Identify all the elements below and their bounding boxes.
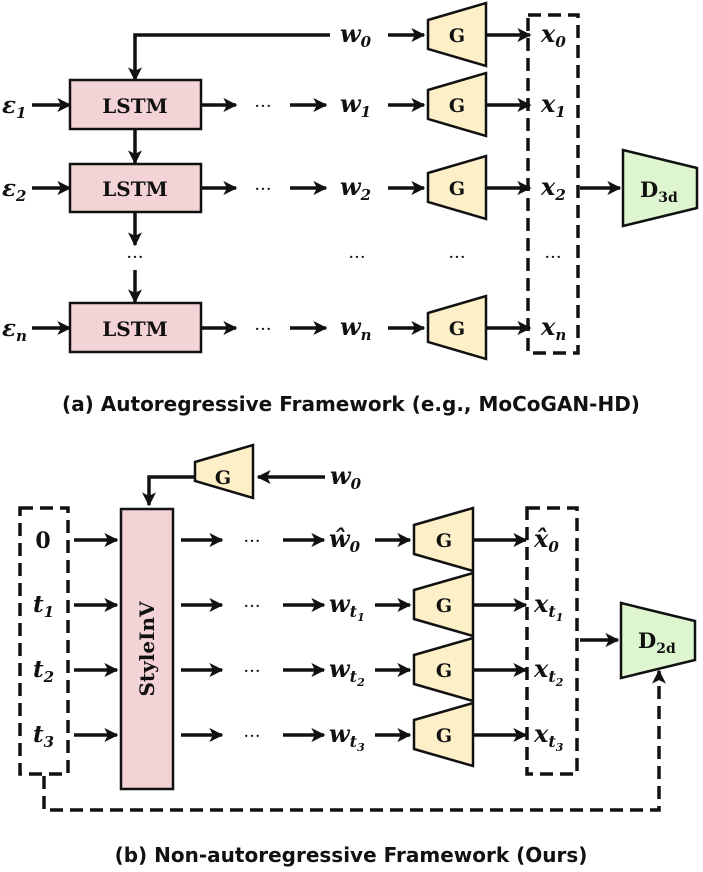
generator-label: G (436, 595, 452, 617)
w-hat-0-label: ŵ0 (329, 524, 361, 556)
generator-label: G (449, 95, 465, 117)
x-t1-label: xt1 (533, 589, 563, 624)
lstm-label-2: LSTM (102, 177, 168, 201)
x-t3-label: xt3 (533, 719, 564, 754)
generator-label: G (449, 25, 465, 47)
lstm-label-n: LSTM (102, 317, 168, 341)
styleinv-label: StyleInV (135, 601, 159, 697)
ellipsis: ··· (544, 247, 561, 268)
ellipsis: ··· (348, 247, 365, 268)
generator-icon (412, 571, 475, 638)
time-dashed-box (18, 506, 70, 776)
generator-icon (426, 1, 488, 68)
generator-icon (426, 71, 488, 138)
generator-label: G (449, 178, 465, 200)
input-w0-label: w0 (330, 461, 362, 493)
frames-dashed-box-a (526, 13, 580, 355)
generator-icon (193, 443, 255, 500)
w-1-label: w1 (340, 89, 371, 121)
generator-icon (412, 636, 475, 703)
frames-dashed-box-b (525, 506, 579, 776)
lstm-box-2 (68, 162, 203, 214)
top-g-to-styleinv-arrow (142, 475, 196, 507)
ellipsis: ··· (243, 661, 260, 682)
w0-to-lstm-arrow (128, 33, 330, 82)
x-hat-0-label: x̂0 (533, 524, 559, 556)
panel-b (18, 470, 666, 812)
discriminator-2d-icon (619, 601, 697, 680)
x-1-label: x1 (540, 89, 566, 121)
epsilon-n-label: εn (2, 315, 27, 345)
epsilon-2-label: ε2 (2, 175, 26, 205)
w-t3-label: wt3 (329, 719, 365, 754)
ellipsis: ··· (243, 726, 260, 747)
w-t2-label: wt2 (329, 654, 365, 689)
w-0-label: w0 (340, 19, 372, 51)
generator-label: G (436, 530, 452, 552)
time-1-label: t1 (33, 591, 54, 621)
ellipsis: ··· (254, 319, 271, 340)
generators-a (426, 1, 488, 361)
ellipsis: ··· (448, 247, 465, 268)
ellipsis: ··· (243, 596, 260, 617)
time-2-label: t2 (33, 656, 54, 686)
time-3-label: t3 (33, 721, 54, 751)
panel-a-text: LSTM LSTM LSTM G G G G ε1 ε2 εn ··· ··· … (2, 19, 678, 416)
ellipsis: ··· (254, 179, 271, 200)
x-t2-label: xt2 (533, 654, 564, 689)
lstm-boxes (68, 78, 203, 354)
time-0-label: 0 (35, 528, 50, 554)
vertical-ellipsis: ··· (126, 247, 143, 268)
ellipsis: ··· (254, 96, 271, 117)
lstm-label-1: LSTM (102, 94, 168, 118)
ellipsis: ··· (243, 531, 260, 552)
discriminator-2d-label: D2d (638, 628, 676, 657)
caption-b: (b) Non-autoregressive Framework (Ours) (115, 843, 588, 867)
time-to-d2d-dashed-arrow (42, 669, 666, 812)
generator-label: G (436, 725, 452, 747)
generator-icon (426, 294, 488, 361)
w-t1-label: wt1 (329, 589, 365, 624)
epsilon-1-label: ε1 (2, 92, 26, 122)
generator-icon (412, 506, 475, 573)
generator-icon (412, 701, 475, 768)
generators-b (193, 443, 475, 768)
panel-a (32, 13, 622, 355)
x-n-label: xn (540, 312, 566, 344)
generator-label: G (436, 660, 452, 682)
lstm-box-1 (68, 78, 203, 131)
w-n-label: wn (340, 312, 372, 344)
styleinv-box (119, 507, 175, 791)
caption-a: (a) Autoregressive Framework (e.g., MoCo… (62, 392, 640, 416)
x-0-label: x0 (540, 19, 566, 51)
generator-label: G (449, 318, 465, 340)
w-2-label: w2 (340, 172, 371, 204)
discriminator-3d-icon (621, 148, 699, 228)
discriminator-3d-label: D3d (640, 177, 678, 206)
generator-icon (426, 154, 488, 221)
panel-b-text: G G G G G w0 StyleInV 0 t1 t2 t3 ··· ···… (33, 461, 676, 867)
x-2-label: x2 (540, 172, 566, 204)
generator-label: G (215, 467, 231, 489)
lstm-box-n (68, 301, 203, 354)
